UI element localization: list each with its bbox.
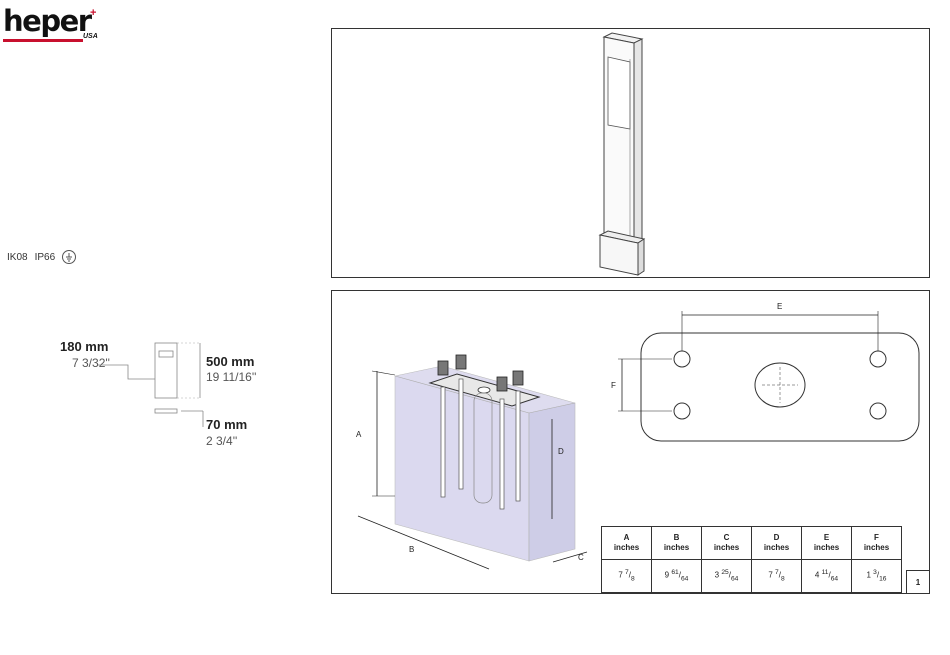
depth-in: 2 3/4'' [206, 434, 237, 448]
height-mm: 500 mm [206, 354, 254, 369]
dim-label-d: D [558, 447, 564, 456]
value-cell: 7 7/8 [602, 560, 652, 593]
logo-suffix: USA [83, 33, 98, 40]
ground-symbol-icon [62, 250, 76, 264]
product-dimensions: 180 mm 7 3/32'' 500 mm 19 11/16'' 70 mm … [60, 335, 280, 455]
value-cell: 4 11/64 [802, 560, 852, 593]
dim-label-a: A [356, 430, 361, 439]
ik-rating: IK08 [7, 252, 28, 263]
table-value-row: 7 7/8 9 61/64 3 25/64 7 7/8 4 11/64 1 3/… [602, 560, 902, 593]
dim-label-e: E [777, 302, 782, 311]
value-cell: 1 3/16 [852, 560, 902, 593]
logo-plus-icon: + [90, 8, 96, 19]
value-cell: 3 25/64 [702, 560, 752, 593]
bollard-render [332, 29, 928, 276]
heper-logo: heper USA + [3, 6, 103, 46]
depth-mm: 70 mm [206, 417, 247, 432]
dim-label-f: F [611, 381, 616, 390]
logo-wordmark: heper [3, 6, 91, 36]
logo-underline [3, 39, 83, 42]
dimension-sketch [60, 335, 280, 455]
dim-label-c: C [578, 553, 584, 562]
height-in: 19 11/16'' [206, 370, 256, 384]
product-view-frame [331, 28, 930, 278]
protection-ratings: IK08 IP66 [7, 250, 76, 264]
page-number: 1 [906, 570, 930, 594]
dim-label-b: B [409, 545, 414, 554]
value-cell: 7 7/8 [752, 560, 802, 593]
value-cell: 9 61/64 [652, 560, 702, 593]
ip-rating: IP66 [35, 252, 56, 263]
